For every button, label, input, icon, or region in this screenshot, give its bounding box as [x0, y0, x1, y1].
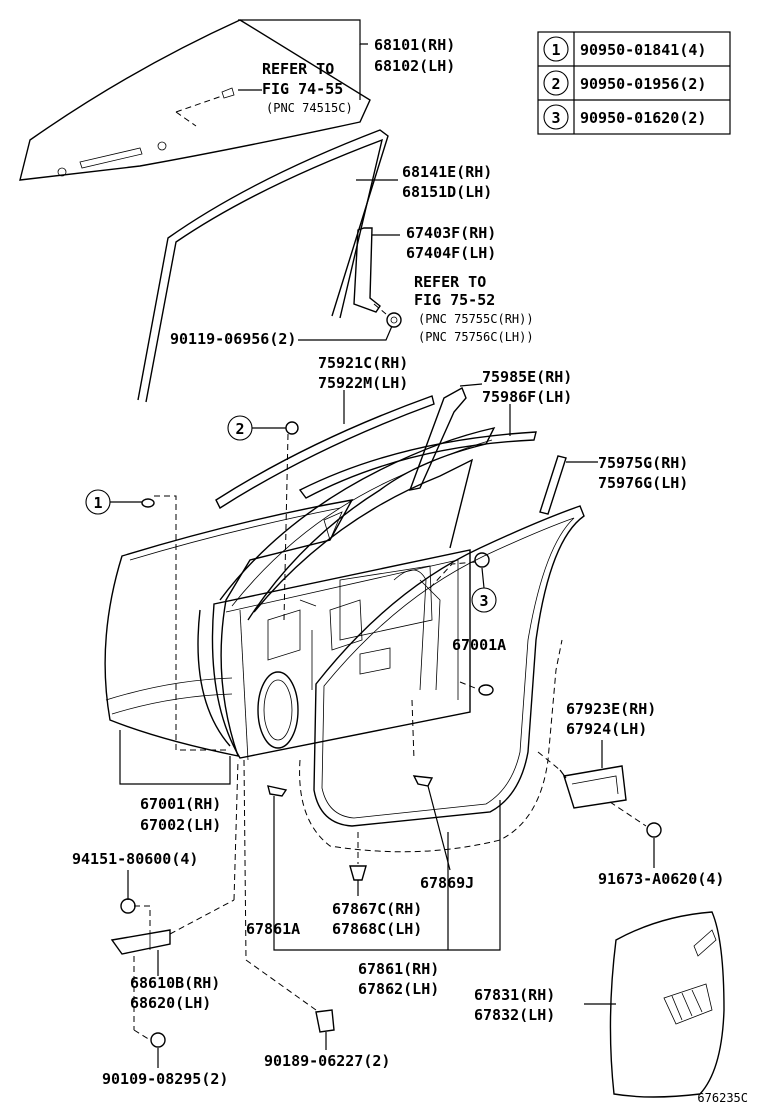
refer-a-line3: (PNC 74515C): [266, 101, 353, 115]
mold-a-lh-label: 75922M(LH): [318, 374, 408, 392]
bolt-a-label: 94151-80600(4): [72, 850, 198, 868]
callout-table: 1 90950-01841(4) 2 90950-01956(2) 3 9095…: [537, 31, 731, 135]
clip-icon: [474, 552, 490, 568]
clip-icon: [141, 498, 155, 508]
door-lh-label: 67002(LH): [140, 816, 221, 834]
bolt-icon: [646, 822, 662, 838]
mold-c-lh-label: 75976G(LH): [598, 474, 688, 492]
ws-lh-label: 67862(LH): [358, 980, 439, 998]
refer-b-line1: REFER TO: [414, 273, 486, 291]
screw-label: 90119-06956(2): [170, 330, 296, 348]
clip-icon: [349, 865, 367, 881]
door-a-label: 67001A: [452, 636, 506, 654]
refer-b-line2: FIG 75-52: [414, 291, 495, 309]
clip-icon: [412, 775, 434, 787]
door-weatherstrip: [313, 505, 585, 827]
ws-rh-label: 67861(RH): [358, 960, 439, 978]
hinge-lh-label: 68620(LH): [130, 994, 211, 1012]
door-pad: [563, 765, 627, 809]
callout-2: 2: [235, 420, 244, 438]
service-hole-cover: [609, 911, 725, 1098]
table-num-2: 2: [551, 75, 560, 93]
bolt-icon: [150, 1032, 166, 1048]
bolt-c-label: 90109-08295(2): [102, 1070, 228, 1088]
clip-icon: [267, 785, 288, 797]
screw-icon: [386, 312, 402, 328]
mold-b-lh-label: 75986F(LH): [482, 388, 572, 406]
clip-icon: [285, 421, 299, 435]
clip-j-label: 67869J: [420, 874, 474, 892]
clip-icon: [478, 684, 494, 696]
glass-rh-label: 68101(RH): [374, 36, 455, 54]
ws-a-label: 67861A: [246, 920, 300, 938]
outside-moulding-a: [215, 395, 435, 510]
door-glass: [19, 19, 371, 181]
ws-c-lh-label: 67868C(LH): [332, 920, 422, 938]
ws-c-rh-label: 67867C(RH): [332, 900, 422, 918]
door-inner-frame: [197, 426, 496, 761]
run-rh-label: 68141E(RH): [402, 163, 492, 181]
callout-1: 1: [93, 494, 102, 512]
mold-b-rh-label: 75985E(RH): [482, 368, 572, 386]
table-num-3: 3: [551, 109, 560, 127]
sash-rh-label: 67403F(RH): [406, 224, 496, 242]
table-num-1: 1: [551, 41, 560, 59]
glass-run: [137, 129, 389, 403]
glass-lh-label: 68102(LH): [374, 57, 455, 75]
door-rh-label: 67001(RH): [140, 795, 221, 813]
bolt-b-label: 91673-A0620(4): [598, 870, 724, 888]
refer-a-line1: REFER TO: [262, 60, 334, 78]
table-part-1: 90950-01841(4): [580, 41, 706, 59]
outside-moulding-b: [298, 387, 537, 499]
figure-id: 676235C: [697, 1091, 748, 1105]
bolt-icon: [120, 898, 136, 914]
cover-rh-label: 67831(RH): [474, 986, 555, 1004]
cover-lh-label: 67832(LH): [474, 1006, 555, 1024]
table-part-2: 90950-01956(2): [580, 75, 706, 93]
outside-moulding-c: [539, 455, 567, 515]
mold-c-rh-label: 75975G(RH): [598, 454, 688, 472]
hinge-rh-label: 68610B(RH): [130, 974, 220, 992]
sash-lh-label: 67404F(LH): [406, 244, 496, 262]
hinge-icon: [110, 929, 171, 955]
clip-icon: [315, 1009, 335, 1033]
pad-lh-label: 67924(LH): [566, 720, 647, 738]
mold-a-rh-label: 75921C(RH): [318, 354, 408, 372]
callout-3: 3: [479, 592, 488, 610]
pad-rh-label: 67923E(RH): [566, 700, 656, 718]
refer-b-line3: (PNC 75755C(RH)): [418, 312, 534, 326]
front-lower-sash: [353, 227, 381, 313]
door-panel-outer: [104, 499, 354, 757]
clip-c-label: 90189-06227(2): [264, 1052, 390, 1070]
run-lh-label: 68151D(LH): [402, 183, 492, 201]
table-part-3: 90950-01620(2): [580, 109, 706, 127]
refer-a-line2: FIG 74-55: [262, 80, 343, 98]
refer-b-line4: (PNC 75756C(LH)): [418, 330, 534, 344]
